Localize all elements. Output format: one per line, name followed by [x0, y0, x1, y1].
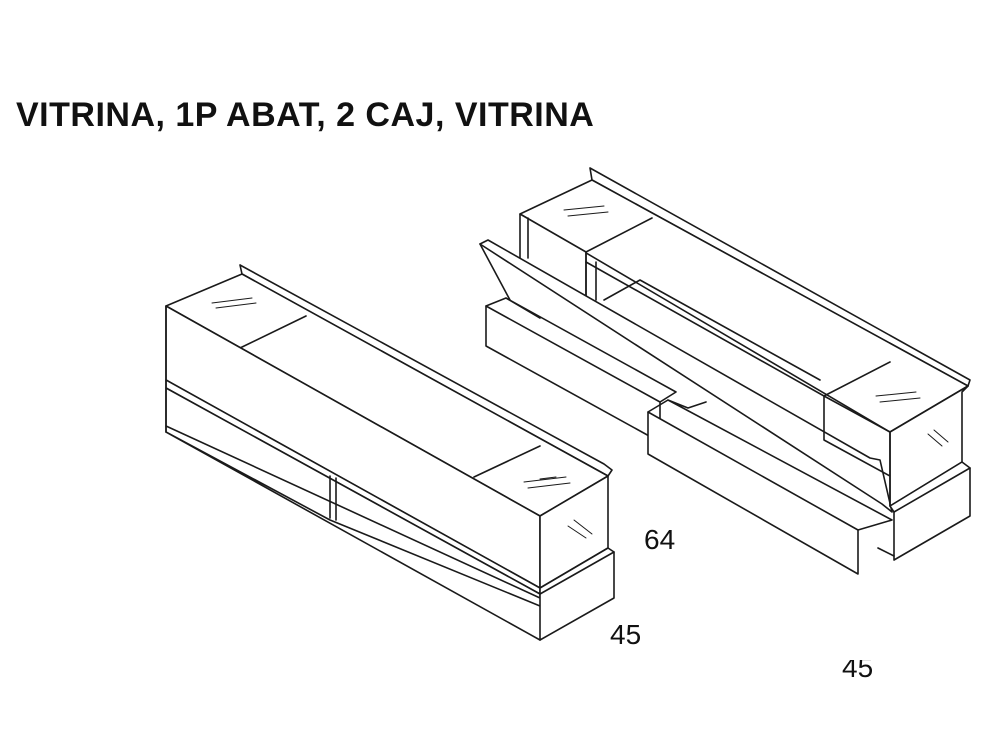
open-flap-door-edge [479, 243, 511, 301]
open-right-vitrine-side [823, 395, 891, 507]
closed-left-glass-top [239, 315, 307, 349]
open-right-glass-top [823, 361, 891, 397]
closed-view [165, 264, 615, 641]
open-view [479, 167, 971, 575]
open-left-drawer-box [485, 297, 677, 403]
open-right-drawer-box [647, 399, 893, 531]
closed-base-block-line [539, 551, 615, 595]
closed-top-rim [239, 264, 613, 477]
open-right-drawer-front [647, 411, 859, 575]
open-left-glass-top [585, 217, 653, 253]
dimension-height-label: 64 [644, 524, 676, 555]
page-title: VITRINA, 1P ABAT, 2 CAJ, VITRINA [16, 96, 595, 134]
closed-right-glass-top [473, 445, 541, 478]
open-glass-reflection-1 [563, 205, 609, 217]
open-flap-door [479, 239, 893, 513]
open-glass-reflection-2 [875, 391, 921, 403]
open-base-block-line [877, 467, 971, 557]
dimension-depth-label: 45 [610, 619, 642, 650]
closed-right-vitrine-reflection [567, 519, 593, 539]
dimension-depth-clipped-text: 45 [842, 660, 874, 680]
open-right-vitrine-reflection [927, 429, 949, 447]
closed-glass-reflection-1 [211, 297, 257, 309]
dimension-depth-clipped-label: 45 [842, 660, 873, 680]
open-shelf [603, 279, 821, 381]
closed-glass-reflection-2 [523, 476, 571, 489]
